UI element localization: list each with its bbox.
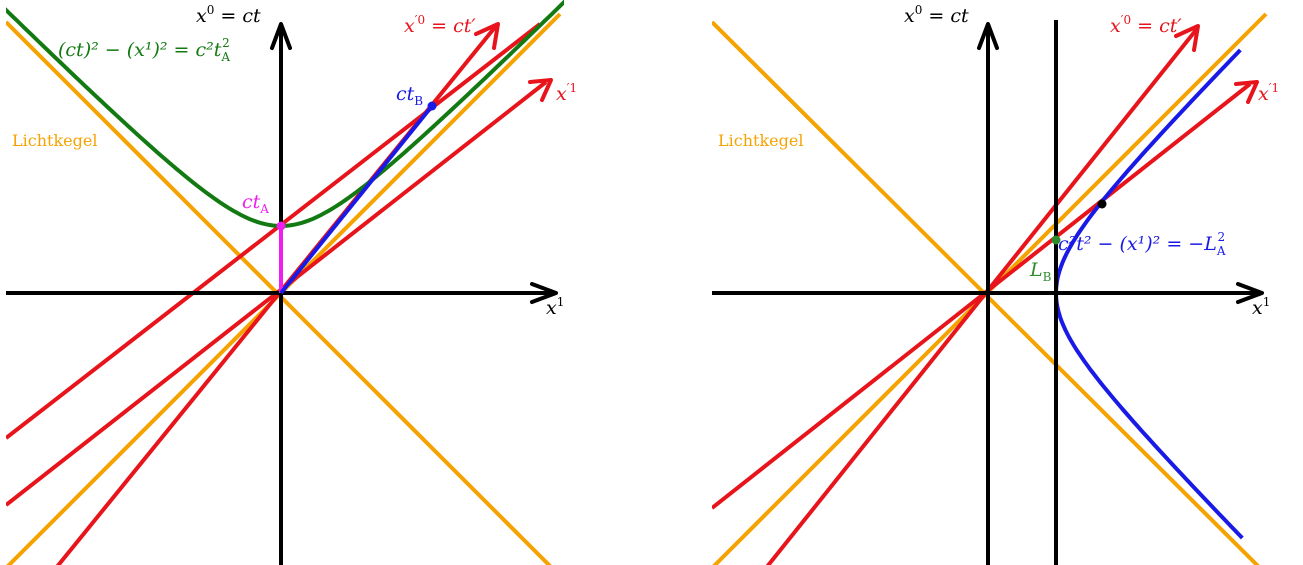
right-minkowski-diagram: Lichtkegel x0 = ct x1 x′0 = ct′ x′1 c²t²… [712,3,1279,565]
left-timelike-hyperbola [6,0,564,229]
left-segment-ctB [279,104,434,295]
left-point-B [427,101,437,111]
right-boosted-space-arrow [1234,80,1259,104]
right-x1-axis-arrow [1236,282,1264,304]
right-boosted-line-2 [765,28,1198,565]
left-boosted-space-arrow [528,78,553,102]
right-light-cone-label: Lichtkegel [718,131,803,150]
right-hyperbola-equation: c²t² − (x¹)² = −LA2 [1058,230,1226,258]
left-boosted-time-arrow [474,22,500,50]
left-boosted-time-label: x′0 = ct′ [404,13,476,37]
left-boosted-space-label: x′1 [556,81,577,105]
right-x0-axis-label: x0 = ct [904,3,969,27]
left-minkowski-diagram: Lichtkegel x0 = ct x1 x′0 = ct′ x′1 (ct)… [6,0,577,565]
left-point-B-label: ctB [396,83,423,108]
right-boosted-time-label: x′0 = ct′ [1110,13,1182,37]
right-point-L-label: LB [1029,259,1052,284]
right-x0-axis-arrow [977,22,999,50]
right-point-intersection [1097,199,1107,209]
right-boosted-time-arrow [1174,24,1200,52]
left-hyperbola-equation: (ct)² − (x¹)² = c²tA2 [58,36,230,64]
left-point-A [276,221,286,231]
left-light-cone-label: Lichtkegel [12,131,97,150]
right-point-L [1051,235,1061,245]
right-boosted-space-label: x′1 [1258,81,1279,105]
left-boosted-line-1 [6,22,542,440]
left-x0-axis-label: x0 = ct [196,3,261,27]
left-x0-axis-arrow [270,22,292,50]
left-x1-axis-arrow [530,282,558,304]
left-x1-axis-label: x1 [546,295,564,319]
left-point-A-label: ctA [242,191,269,216]
right-x1-axis-label: x1 [1252,295,1270,319]
